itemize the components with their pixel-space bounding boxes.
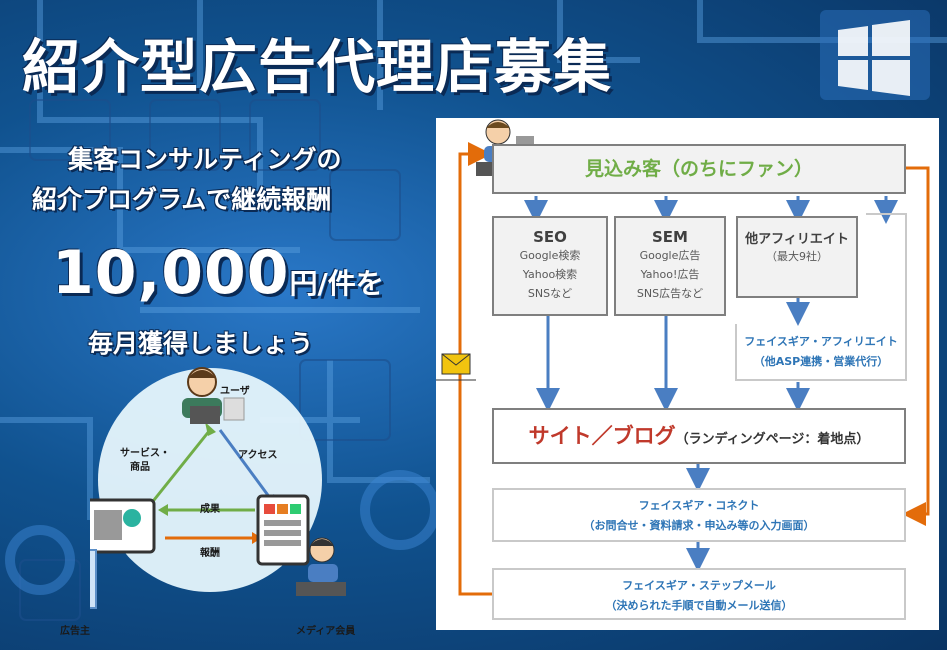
flow-panel: 見込み客（のちにファン） SEO Google検索 Yahoo検索 SNSなど … <box>436 118 939 630</box>
building-icon <box>90 549 97 609</box>
seo-title: SEO <box>533 228 567 246</box>
sem-title: SEM <box>652 228 688 246</box>
referral-cycle: ユーザ サービス・ 商品 アクセス 成果 報酬 広告主 メディア会員 <box>60 360 360 637</box>
advertiser-screen-icon <box>90 498 156 554</box>
sem-item: Yahoo!広告 <box>640 268 700 281</box>
seo-item: Google検索 <box>519 249 581 262</box>
amount-unit: 円/件を <box>289 267 384 300</box>
site-sub: （ランディングページ：着地点） <box>675 432 870 447</box>
advertiser-label: 広告主 <box>60 626 90 637</box>
user-person-icon <box>182 367 245 424</box>
affiliate-title: 他アフィリエイト <box>745 232 849 247</box>
site-main: サイト／ブログ <box>528 424 676 448</box>
prospect-box: 見込み客（のちにファン） <box>492 144 906 194</box>
connect-line1: フェイスギア・コネクト <box>638 499 760 512</box>
stepmail-line2: （決められた手順で自動メール送信） <box>605 599 793 612</box>
reward-label: 報酬 <box>200 548 220 559</box>
result-label: 成果 <box>200 504 220 515</box>
site-box: サイト／ブログ（ランディングページ：着地点） <box>492 408 906 464</box>
stepmail-box: フェイスギア・ステップメール （決められた手順で自動メール送信） <box>492 568 906 620</box>
seo-item: Yahoo検索 <box>522 268 578 281</box>
service-label-1: サービス・ <box>120 448 170 459</box>
media-label: メディア会員 <box>296 626 356 637</box>
tagline-line2: 紹介プログラムで継続報酬 <box>32 185 332 214</box>
access-label: アクセス <box>238 450 278 461</box>
mail-icon <box>436 353 476 381</box>
tagline-line3: 毎月獲得しましょう <box>88 329 314 358</box>
fg-affiliate-line1: フェイスギア・アフィリエイト <box>744 335 898 348</box>
reward-amount: 10,000円/件を <box>52 238 384 308</box>
amount-value: 10,000 <box>52 238 290 308</box>
media-person-icon <box>296 537 346 596</box>
affiliate-box: 他アフィリエイト （最大9社） <box>736 216 858 298</box>
page-title: 紹介型広告代理店募集 <box>22 33 613 101</box>
stepmail-line1: フェイスギア・ステップメール <box>622 579 776 592</box>
tagline-line1: 集客コンサルティングの <box>68 145 342 174</box>
seo-box: SEO Google検索 Yahoo検索 SNSなど <box>492 216 608 316</box>
user-label: ユーザ <box>220 386 250 397</box>
media-screen-icon <box>256 494 310 566</box>
seo-item: SNSなど <box>527 287 573 300</box>
connect-line2: （お問合せ・資料請求・申込み等の入力画面） <box>583 519 815 532</box>
sem-box: SEM Google広告 Yahoo!広告 SNS広告など <box>614 216 726 316</box>
cycle-graphic <box>90 367 346 609</box>
service-label-2: 商品 <box>130 462 150 473</box>
sem-item: Google広告 <box>639 249 701 262</box>
sem-item: SNS広告など <box>636 287 704 300</box>
fg-affiliate-line2: （他ASP連携・営業代行） <box>753 355 889 368</box>
fg-affiliate-box: フェイスギア・アフィリエイト （他ASP連携・営業代行） <box>736 324 906 380</box>
connect-box: フェイスギア・コネクト （お問合せ・資料請求・申込み等の入力画面） <box>492 488 906 542</box>
affiliate-sub: （最大9社） <box>766 250 828 263</box>
